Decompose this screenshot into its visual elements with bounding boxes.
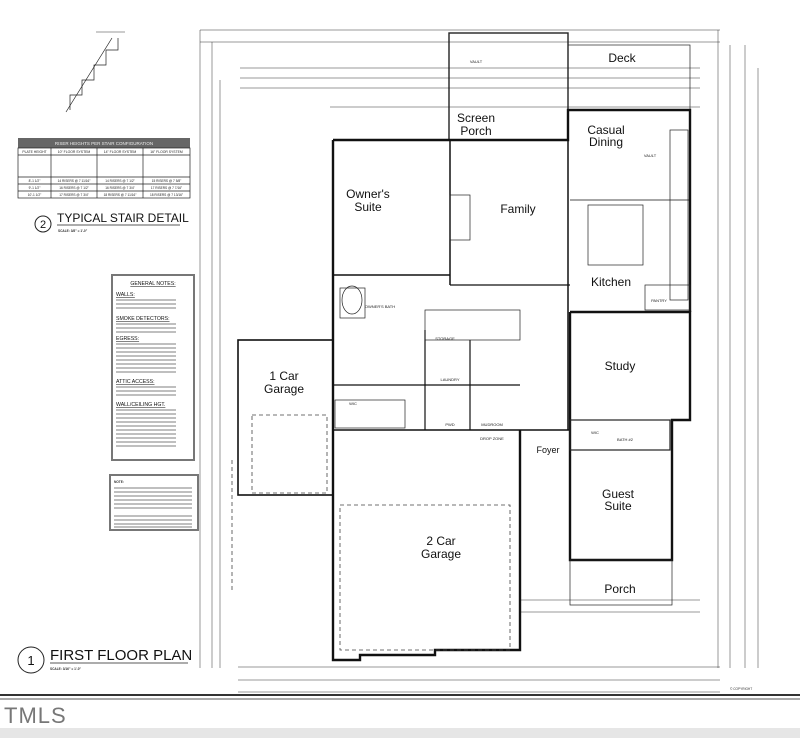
room-screen-porch: Screen — [457, 111, 495, 125]
table-cell: 9'-1 1/2" — [29, 186, 41, 190]
table-cell: 16 RISERS @ 7 3/4" — [105, 186, 135, 190]
table-cell: 15 RISERS @ 7 5/8" — [152, 179, 182, 183]
table-column-header: 10" FLOOR SYSTEM — [58, 150, 91, 154]
svg-text:DROP ZONE: DROP ZONE — [480, 436, 504, 441]
svg-text:Garage: Garage — [264, 382, 304, 396]
walls — [237, 32, 692, 662]
room-guest-suite: Guest — [602, 487, 635, 501]
bottom-bar — [0, 728, 800, 738]
room-porch: Porch — [604, 582, 635, 596]
stair-sketch — [65, 31, 125, 113]
svg-text:Porch: Porch — [460, 124, 491, 138]
room-2-car-garage: 2 Car — [426, 534, 455, 548]
table-cell: 16 RISERS @ 7 1/2" — [59, 186, 89, 190]
svg-text:PWD: PWD — [445, 422, 454, 427]
room-labels: Deck Screen Porch Casual Dining Owner's … — [264, 51, 637, 596]
svg-text:MUDROOM: MUDROOM — [481, 422, 503, 427]
svg-text:EGRESS:: EGRESS: — [116, 336, 139, 342]
stair-detail-title: 2 TYPICAL STAIR DETAIL SCALE: 3/8" = 1'-… — [34, 211, 189, 233]
table-cell: 10'-1 1/2" — [28, 193, 41, 197]
room-deck: Deck — [608, 51, 636, 65]
svg-text:LAUNDRY: LAUNDRY — [440, 377, 459, 382]
svg-text:BATH #2: BATH #2 — [617, 437, 634, 442]
table-header: RISER HEIGHTS PER STAIR CONFIGURATION — [55, 141, 153, 146]
table-cell: 14 RISERS @ 7 11/16" — [58, 179, 91, 183]
svg-text:SCALE: 3/8" = 1'-0": SCALE: 3/8" = 1'-0" — [58, 229, 88, 233]
room-kitchen: Kitchen — [591, 275, 631, 289]
svg-text:Garage: Garage — [421, 547, 461, 561]
svg-text:2: 2 — [40, 219, 46, 231]
garage-doors — [231, 414, 511, 651]
svg-text:WIC: WIC — [349, 401, 357, 406]
table-cell: 18 RISERS @ 7 11/16" — [104, 193, 137, 197]
table-cell: 14 RISERS @ 7 1/2" — [105, 179, 135, 183]
room-study: Study — [605, 359, 636, 373]
dimension-lines — [199, 29, 759, 693]
svg-text:Dining: Dining — [589, 135, 623, 149]
table-column-header: PLATE HEIGHT — [22, 150, 46, 154]
room-1-car-garage: 1 Car — [269, 369, 298, 383]
table-cell: 17 RISERS @ 7 3/4" — [59, 193, 89, 197]
svg-text:SCALE: 3/16" = 1'-0": SCALE: 3/16" = 1'-0" — [50, 667, 81, 671]
svg-text:SMOKE DETECTORS:: SMOKE DETECTORS: — [116, 316, 170, 322]
floor-plan-title: 1 FIRST FLOOR PLAN SCALE: 3/16" = 1'-0" — [17, 646, 192, 674]
table-cell: 8'-1 1/2" — [29, 179, 41, 183]
floor-plan-heading: FIRST FLOOR PLAN — [50, 647, 192, 664]
svg-text:VAULT: VAULT — [470, 59, 483, 64]
room-foyer: Foyer — [536, 445, 559, 455]
copyright: © COPYRIGHT — [730, 687, 752, 691]
svg-text:GENERAL NOTES:: GENERAL NOTES: — [130, 281, 175, 287]
small-labels: WIC WIC BATH #2 LAUNDRY MUDROOM PWD PANT… — [349, 59, 667, 442]
svg-text:PANTRY: PANTRY — [651, 298, 667, 303]
svg-text:NOTE:: NOTE: — [114, 480, 124, 484]
table-column-header: 16" FLOOR SYSTEM — [150, 150, 183, 154]
svg-text:Suite: Suite — [354, 200, 382, 214]
riser-table: RISER HEIGHTS PER STAIR CONFIGURATION PL… — [17, 138, 191, 199]
watermark: TMLS — [4, 703, 67, 728]
svg-text:OWNER'S BATH: OWNER'S BATH — [365, 304, 395, 309]
svg-text:WALLS:: WALLS: — [116, 292, 135, 298]
svg-text:STORAGE: STORAGE — [435, 336, 455, 341]
table-cell: 18 RISERS @ 7 13/16" — [150, 193, 183, 197]
svg-text:1: 1 — [27, 653, 34, 668]
svg-text:Suite: Suite — [604, 499, 632, 513]
svg-text:WIC: WIC — [591, 430, 599, 435]
room-casual-dining: Casual — [587, 123, 624, 137]
table-cell: 17 RISERS @ 7 7/16" — [151, 186, 182, 190]
general-notes: GENERAL NOTES: WALLS: SMOKE DETECTORS: E… — [109, 274, 199, 531]
stair-detail-heading: TYPICAL STAIR DETAIL — [57, 211, 189, 225]
svg-text:VAULT: VAULT — [644, 153, 657, 158]
svg-text:WALL/CEILING HGT.: WALL/CEILING HGT. — [116, 402, 165, 408]
svg-text:ATTIC ACCESS:: ATTIC ACCESS: — [116, 379, 155, 385]
table-column-header: 14" FLOOR SYSTEM — [104, 150, 137, 154]
room-owners-suite: Owner's — [346, 187, 390, 201]
room-family: Family — [500, 202, 535, 216]
